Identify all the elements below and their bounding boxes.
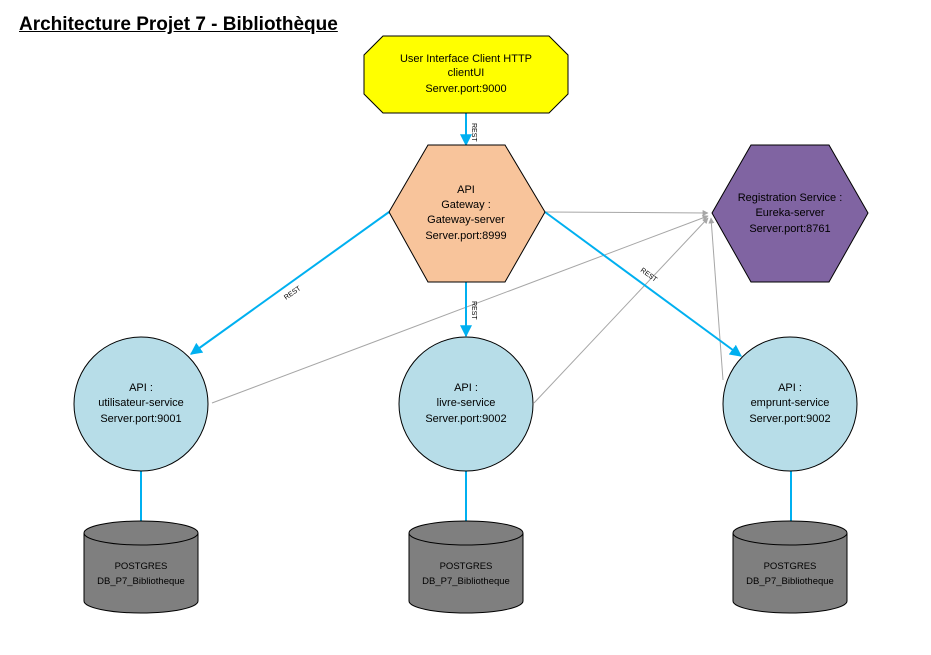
utilisateur-line-2: utilisateur-service <box>98 397 184 409</box>
rest-label-client-gateway: REST <box>470 123 477 142</box>
db2-cylinder-top <box>408 520 524 546</box>
edge-gateway-registry <box>544 209 709 216</box>
registry-hexagon <box>711 144 869 283</box>
gateway-line-3: Gateway-server <box>427 214 505 226</box>
gateway-line-4: Server.port:8999 <box>425 230 506 242</box>
registration-service-node: Registration Service : Eureka-server Ser… <box>711 144 869 283</box>
edge-utilisateur-registry <box>211 215 709 404</box>
database-2: POSTGRES DB_P7_Bibliotheque <box>408 520 524 614</box>
registry-line-1: Registration Service : <box>738 192 843 204</box>
db3-cylinder-body <box>732 533 848 614</box>
database-1: POSTGRES DB_P7_Bibliotheque <box>83 520 199 614</box>
db3-line-2: DB_P7_Bibliotheque <box>746 576 834 587</box>
edge-gateway-utilisateur <box>190 211 390 355</box>
client-octagon <box>363 35 569 114</box>
client-line-2: clientUI <box>448 67 485 79</box>
db3-line-1: POSTGRES <box>764 561 817 572</box>
emprunt-circle <box>722 336 858 472</box>
gateway-line-1: API <box>457 184 475 196</box>
emprunt-line-3: Server.port:9002 <box>749 413 830 425</box>
client-line-1: User Interface Client HTTP <box>400 53 532 65</box>
rest-label-gateway-livre: REST <box>470 301 477 320</box>
emprunt-service-node: API : emprunt-service Server.port:9002 <box>722 336 858 472</box>
registry-links <box>211 209 724 404</box>
diagram-title: Architecture Projet 7 - Bibliothèque <box>19 14 338 35</box>
db3-cylinder-top <box>732 520 848 546</box>
registry-line-3: Server.port:8761 <box>749 223 830 235</box>
livre-line-1: API : <box>454 382 478 394</box>
api-gateway-node: API Gateway : Gateway-server Server.port… <box>388 144 546 283</box>
livre-service-node: API : livre-service Server.port:9002 <box>398 336 534 472</box>
database-3: POSTGRES DB_P7_Bibliotheque <box>732 520 848 614</box>
client-line-3: Server.port:9000 <box>425 83 506 95</box>
utilisateur-line-1: API : <box>129 382 153 394</box>
emprunt-line-2: emprunt-service <box>751 397 830 409</box>
livre-line-3: Server.port:9002 <box>425 413 506 425</box>
db2-line-1: POSTGRES <box>440 561 493 572</box>
utilisateur-line-3: Server.port:9001 <box>100 413 181 425</box>
emprunt-line-1: API : <box>778 382 802 394</box>
edge-livre-registry <box>533 217 709 404</box>
db1-line-1: POSTGRES <box>115 561 168 572</box>
gateway-hexagon <box>388 144 546 283</box>
db2-line-2: DB_P7_Bibliotheque <box>422 576 510 587</box>
utilisateur-service-node: API : utilisateur-service Server.port:90… <box>73 336 209 472</box>
gateway-line-2: Gateway : <box>441 199 491 211</box>
livre-circle <box>398 336 534 472</box>
edge-emprunt-registry <box>708 217 724 381</box>
livre-line-2: livre-service <box>437 397 496 409</box>
registry-line-2: Eureka-server <box>755 207 824 219</box>
db1-cylinder-top <box>83 520 199 546</box>
db1-cylinder-body <box>83 533 199 614</box>
db2-cylinder-body <box>408 533 524 614</box>
db1-line-2: DB_P7_Bibliotheque <box>97 576 185 587</box>
client-ui-node: User Interface Client HTTP clientUI Serv… <box>363 35 569 114</box>
edge-gateway-emprunt <box>544 211 742 357</box>
rest-label-gateway-utilisateur: REST <box>283 285 303 302</box>
utilisateur-circle <box>73 336 209 472</box>
